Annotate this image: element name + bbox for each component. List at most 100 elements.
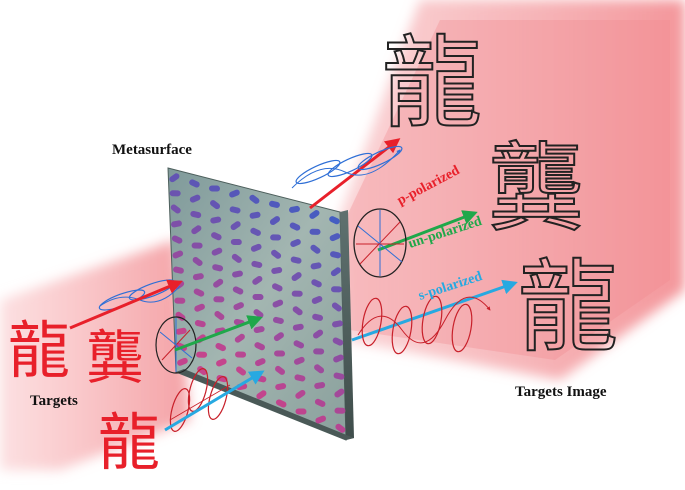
nanopillar [192,256,203,266]
nanopillar [233,302,244,311]
nanopillar [234,333,245,343]
nanopillar [289,222,301,231]
target-glyph-2: 龔 [86,324,144,392]
output-polarization-circle [353,208,407,278]
target-glyph-1: 龍 [8,314,70,387]
nanopillar [254,358,266,367]
nanopillar [252,293,264,301]
nanopillar [310,244,321,254]
nanopillar [215,342,226,352]
incident-s-beam [164,370,265,432]
nanopillar [294,356,305,365]
nanopillar [230,221,241,231]
nanopillar [314,382,326,389]
nanopillar [170,204,181,214]
nanopillar [312,313,324,321]
metasurface-plate [167,167,354,441]
nanopillar [275,383,287,391]
nanopillar [169,190,181,197]
nanopillar [256,390,267,400]
output-p-beam [309,138,401,210]
nanopillar [330,251,341,259]
nanopillar [250,243,262,252]
nanopillar [333,354,344,363]
nanopillar [290,238,301,247]
nanopillar [189,194,201,203]
nanopillar [252,275,263,285]
nanopillar [334,407,346,414]
nanopillar [177,357,188,366]
nanopillar [210,200,221,210]
nanopillar [314,398,326,407]
nanopillar [313,329,324,339]
targets-label: Targets [30,393,78,409]
nanopillar [313,348,325,355]
nanopillar [332,337,344,346]
nanopillar [271,249,282,259]
nanopillar [309,210,320,219]
nanopillar [175,327,187,335]
nanopillar [249,194,260,204]
nanopillar [295,408,307,415]
nanopillar [171,235,183,244]
nanopillar [191,225,202,235]
target-glyph-3: 龍 [98,406,160,479]
output-light-cone-core [345,20,670,360]
nanopillar [194,303,205,312]
nanopillar [275,399,287,408]
nanopillar [254,342,265,351]
image-glyph-3: 龍 [518,249,618,366]
nanopillar [314,364,325,374]
nanopillar [334,388,345,398]
nanopillar [271,267,283,274]
nanopillar [232,270,243,278]
nanopillar [290,256,302,264]
nanopillar [269,200,280,208]
nanopillar [232,286,244,295]
nanopillar [335,423,346,433]
nanopillar [329,233,341,242]
nanopillar [212,264,224,272]
nanopillar [191,242,203,249]
nanopillar [274,350,286,357]
nanopillar [331,286,342,293]
nanopillar [309,228,321,235]
nanopillar [295,389,306,399]
incident-red-wave [169,368,231,432]
output-s-wave [357,295,491,355]
nanopillar [272,316,284,325]
nanopillar [331,302,342,312]
nanopillar [209,185,220,192]
nanopillar [271,283,283,292]
nanopillar [194,320,206,328]
nanopillar [214,310,225,320]
nanopillar [189,179,200,188]
nanopillar [235,351,247,358]
nanopillar [192,273,204,281]
nanopillar [230,238,242,246]
nanopillar [311,279,322,288]
image-glyph-1: 龍 [382,25,482,142]
nanopillar [250,227,261,236]
incident-un-beam [174,315,263,352]
nanopillar [196,351,208,358]
targets-image-label: Targets Image [515,384,607,400]
nanopillar [190,210,202,219]
nanopillar [272,299,284,308]
metasurface-label: Metasurface [112,142,192,158]
nanopillar [269,216,281,225]
nanopillar [251,260,263,269]
nanopillar [236,366,247,376]
output-p-wave [291,145,403,189]
nanopillar [310,262,322,270]
nanopillar [174,297,186,304]
nanopillar [333,372,345,380]
incident-p-beam [69,279,183,330]
nanopillar [231,253,242,263]
nanopillar [171,220,182,228]
nanopillar [292,306,303,316]
nanopillar [249,211,261,219]
nanopillar [291,272,302,281]
nanopillar [173,266,184,274]
